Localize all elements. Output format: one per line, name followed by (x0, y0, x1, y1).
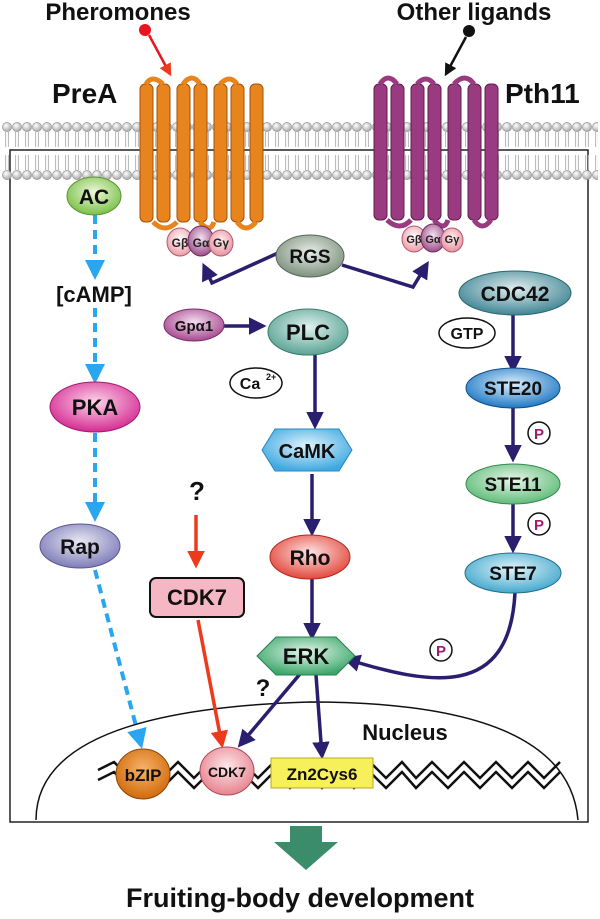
phospho-ste11-marker (527, 512, 551, 536)
pheromone-arrow (147, 34, 172, 77)
arrow-ste7-erk (342, 591, 517, 680)
cdc42-label: CDC42 (481, 283, 550, 306)
ac-label: AC (79, 186, 109, 209)
ste7-label: STE7 (489, 564, 537, 585)
g-gamma-label: Gγ (213, 236, 229, 250)
g-beta-label: Gβ (172, 236, 189, 250)
phospho-ste20-marker (527, 421, 551, 445)
g-protein-prea: Gβ Gα Gγ (166, 225, 234, 257)
arrow-rap-bzip (93, 569, 147, 749)
pheromones-label: Pheromones (45, 0, 190, 26)
fruiting-body-label: Fruiting-body development (126, 883, 474, 913)
g-gamma-node (440, 227, 464, 253)
cdk7-nucleus-label: CDK7 (208, 764, 246, 780)
prea-label: PreA (52, 78, 117, 109)
question-mark-top: ? (189, 476, 205, 506)
other-ligand-dot (463, 25, 475, 37)
rho-node (269, 534, 351, 580)
camk-node (261, 428, 353, 472)
arrow-erk-cdk7 (237, 672, 302, 748)
g-gamma-node (208, 229, 234, 257)
ste11-label: STE11 (484, 475, 541, 496)
gtp-node (438, 317, 496, 349)
calcium-superscript: 2+ (266, 372, 276, 382)
g-beta-label: Gβ (406, 234, 422, 246)
ste20-label: STE20 (484, 379, 542, 400)
arrow-rgs-prea-g (202, 251, 279, 286)
lipid-bilayer (2, 120, 598, 182)
ac-node (66, 176, 122, 216)
nucleus-label: Nucleus (362, 720, 448, 745)
g-gamma-label: Gγ (445, 234, 461, 246)
zn2cys6-box (270, 757, 374, 789)
camk-label: CaMK (279, 441, 336, 463)
calcium-node (229, 367, 283, 399)
gpa1-node (163, 308, 225, 342)
rgs-label: RGS (289, 247, 330, 268)
fruiting-output-arrow (274, 826, 338, 870)
erk-label: ERK (283, 644, 330, 669)
phospho-ste11-label: P (534, 517, 544, 534)
rho-label: Rho (290, 547, 331, 570)
bzip-node (115, 748, 171, 800)
cdc42-node (458, 270, 572, 316)
phospho-ste20-label: P (534, 426, 544, 443)
pka-node (49, 381, 141, 433)
bzip-label: bZIP (125, 766, 162, 785)
question-mark-erk: ? (256, 675, 271, 702)
other-ligand-arrow (444, 36, 468, 77)
cdk7-cytoplasm-label: CDK7 (167, 585, 227, 610)
calcium-label: Ca (240, 376, 261, 393)
plc-label: PLC (286, 320, 330, 345)
g-protein-pth11: Gβ Gα Gγ (401, 223, 464, 253)
g-alpha-label: Gα (193, 236, 210, 250)
gtp-label: GTP (451, 326, 484, 343)
g-alpha-label: Gα (425, 234, 441, 246)
camp-label: [cAMP] (56, 282, 132, 307)
nucleus-envelope (35, 701, 579, 821)
other-ligands-label: Other ligands (397, 0, 552, 26)
ste7-node (464, 552, 562, 594)
pheromone-ligand (139, 24, 151, 36)
phospho-ste7-label: P (436, 643, 446, 660)
erk-node (256, 636, 356, 676)
rgs-node (275, 234, 345, 278)
zn2cys6-label: Zn2Cys6 (287, 765, 358, 784)
prea-receptor (139, 75, 264, 231)
arrow-cdk7-nucleus (196, 619, 228, 749)
rap-label: Rap (60, 536, 100, 559)
cdk7-cytoplasm-box (149, 577, 245, 618)
rap-node (39, 523, 121, 569)
arrow-erk-zn2cys6 (312, 674, 330, 760)
pth11-label: Pth11 (505, 78, 580, 109)
ste20-node (465, 367, 561, 409)
ste11-node (465, 463, 561, 505)
gpa1-label: Gpα1 (175, 318, 213, 335)
phospho-ste7-marker (429, 638, 453, 662)
plc-node (267, 308, 349, 356)
arrow-rgs-pth11-g (341, 261, 429, 290)
pth11-receptor (373, 75, 499, 229)
pka-label: PKA (72, 395, 119, 420)
cdk7-nucleus-node (199, 746, 255, 796)
